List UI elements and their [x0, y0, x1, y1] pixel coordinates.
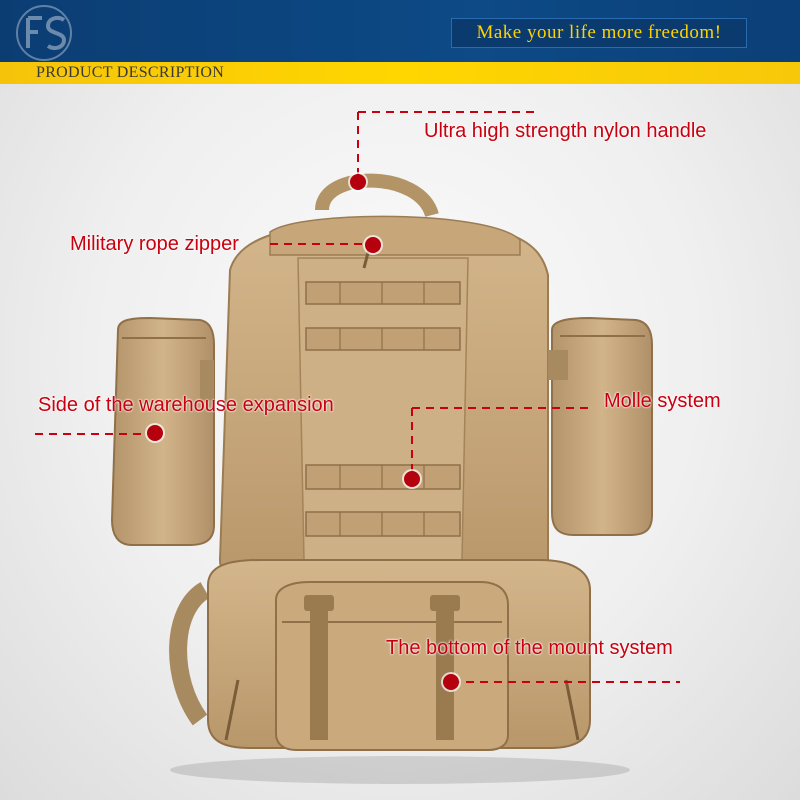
callout-label-zipper: Military rope zipper [70, 233, 239, 255]
callout-label-bottom: The bottom of the mount system [386, 637, 673, 659]
header-banner: Make your life more freedom! [0, 0, 800, 62]
callout-label-molle: Molle system [604, 390, 721, 412]
section-title: PRODUCT DESCRIPTION [36, 64, 225, 81]
slogan-text: Make your life more freedom! [476, 22, 722, 43]
callout-dot-molle [404, 471, 420, 487]
callout-dot-zipper [365, 237, 381, 253]
slogan-banner: Make your life more freedom! [451, 18, 747, 48]
callout-dot-bottom [443, 674, 459, 690]
product-stage [0, 84, 800, 800]
callout-dot-handle [350, 174, 366, 190]
callout-dot-side [147, 425, 163, 441]
callout-label-handle: Ultra high strength nylon handle [424, 120, 707, 142]
section-bar: PRODUCT DESCRIPTION [0, 62, 800, 84]
brand-logo-icon [16, 5, 72, 61]
backpack-illustration [110, 173, 653, 784]
callout-label-side: Side of the warehouse expansion [38, 394, 334, 416]
